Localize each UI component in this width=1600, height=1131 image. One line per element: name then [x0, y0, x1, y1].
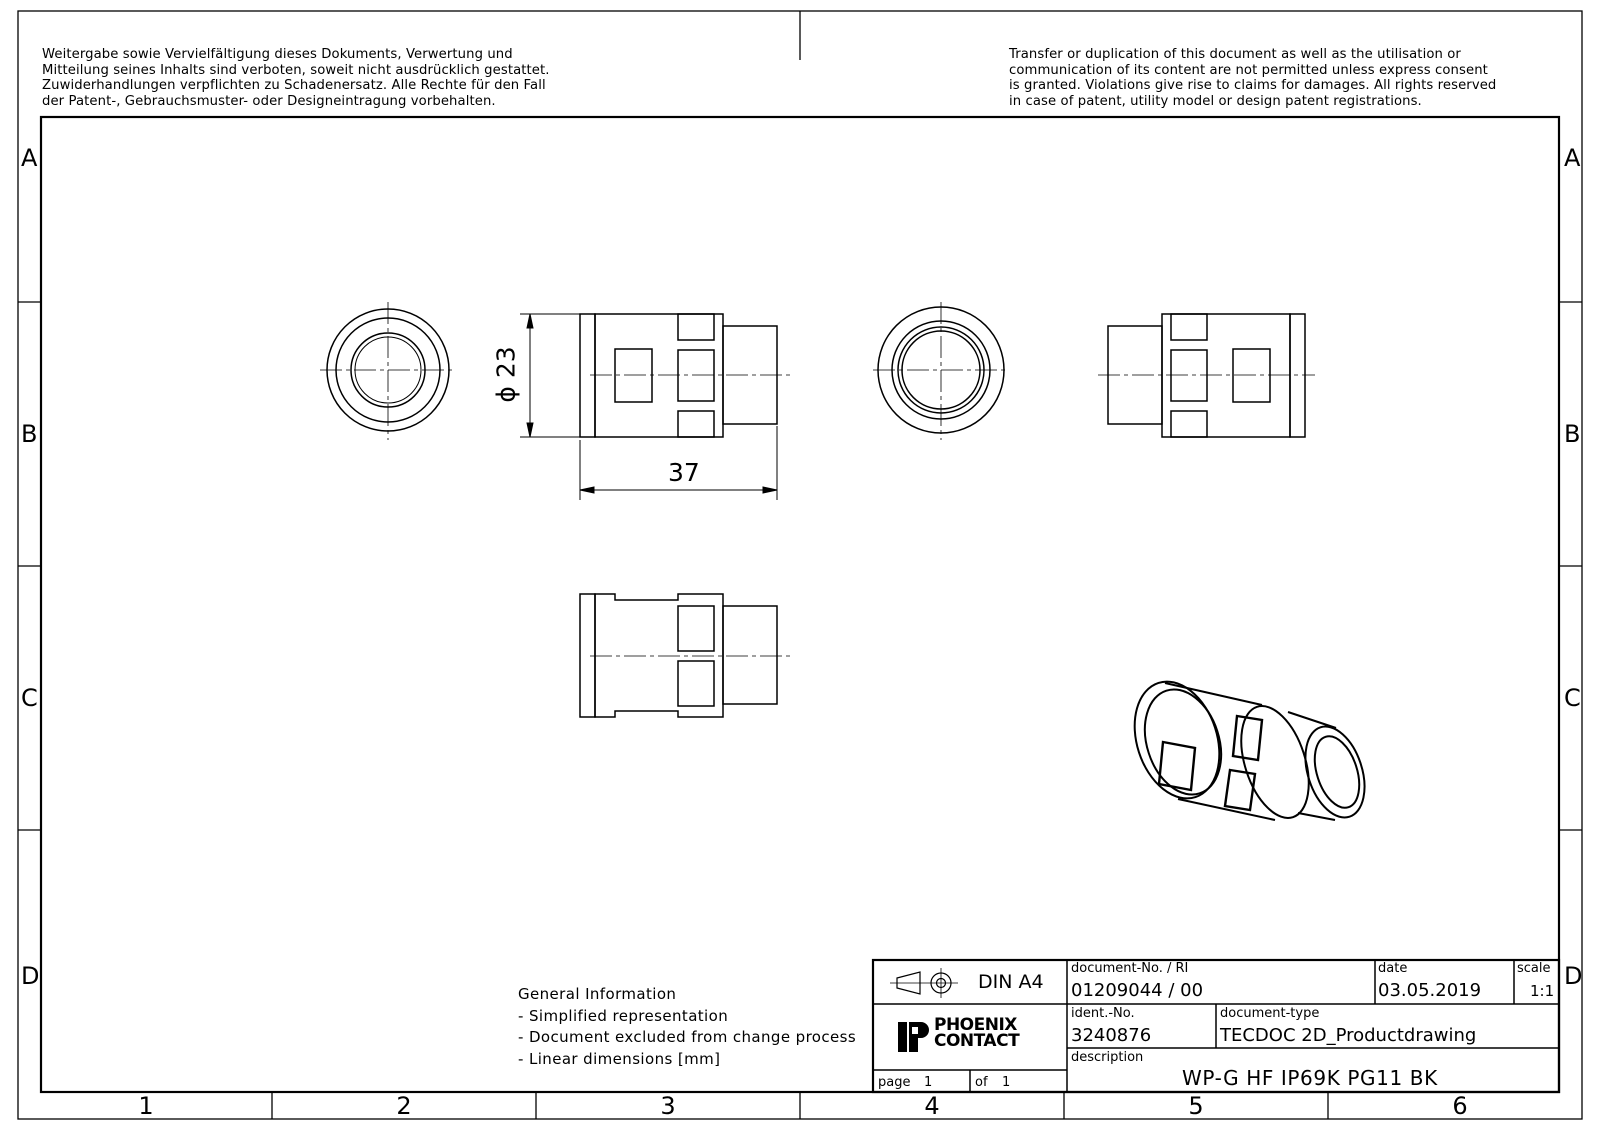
page-label: page: [878, 1075, 911, 1090]
zone-row-label: C: [21, 684, 38, 712]
general-info-item: - Simplified representation: [518, 1006, 729, 1025]
side-view-dimensioned: [579, 313, 778, 438]
logo-line: PHOENIX: [934, 1015, 1017, 1035]
zone-row-label: B: [1564, 420, 1581, 448]
notice-line: in case of patent, utility model or desi…: [1009, 93, 1422, 109]
date-value: 03.05.2019: [1378, 980, 1482, 1001]
zone-row-label: A: [21, 144, 38, 172]
notice-line: Zuwiderhandlungen verpflichten zu Schade…: [42, 78, 546, 94]
side-view-mirrored: [1107, 313, 1306, 438]
notice-line: is granted. Violations give rise to clai…: [1009, 78, 1497, 94]
logo-line: CONTACT: [934, 1031, 1020, 1051]
general-info-item: - Linear dimensions [mm]: [518, 1049, 721, 1068]
title-block-frame: [871, 958, 1561, 1094]
inner-border: [39, 115, 1561, 1094]
description-label: description: [1071, 1050, 1144, 1065]
ident-number: 3240876: [1071, 1025, 1152, 1046]
notice-line: communication of its content are not per…: [1009, 62, 1488, 78]
page-number: 1: [924, 1075, 933, 1090]
notice-line: Mitteilung seines Inhalts sind verboten,…: [42, 62, 550, 78]
document-number-label: document-No. / RI: [1071, 961, 1189, 976]
notice-line: der Patent-, Gebrauchsmuster- oder Desig…: [42, 93, 496, 109]
top-view: [579, 593, 778, 718]
diameter-dimension: ϕ 23: [491, 346, 521, 403]
date-label: date: [1378, 961, 1408, 976]
page-total: 1: [1002, 1075, 1011, 1090]
outer-border: [17, 10, 1583, 1120]
ident-number-label: ident.-No.: [1071, 1006, 1135, 1021]
centerline: [320, 302, 456, 440]
zone-row-label: D: [21, 962, 40, 990]
of-label: of: [975, 1075, 988, 1090]
scale-value: 1:1: [1530, 982, 1555, 1000]
document-number: 01209044 / 00: [1071, 980, 1204, 1001]
zone-col-label: 6: [1452, 1092, 1468, 1120]
zone-col-label: 1: [138, 1092, 154, 1120]
dimension-lines: [520, 313, 778, 500]
phoenix-contact-logo-mark: [898, 1022, 929, 1052]
isometric-view: [1133, 680, 1366, 821]
zone-row-label: A: [1564, 144, 1581, 172]
copyright-notice-german: Weitergabe sowie Vervielfältigung dieses…: [42, 47, 550, 109]
phoenix-contact-logo-text: PHOENIX CONTACT: [934, 1015, 1020, 1051]
description-value: WP-G HF IP69K PG11 BK: [1182, 1066, 1438, 1090]
notice-line: Transfer or duplication of this document…: [1009, 47, 1461, 62]
notice-line: Weitergabe sowie Vervielfältigung dieses…: [42, 47, 513, 62]
scale-label: scale: [1517, 961, 1551, 976]
sheet-format: DIN A4: [978, 971, 1044, 993]
zone-col-label: 3: [660, 1092, 676, 1120]
general-information: General Information - Simplified represe…: [518, 984, 856, 1070]
document-type-label: document-type: [1220, 1006, 1320, 1021]
document-type: TECDOC 2D_Productdrawing: [1220, 1025, 1477, 1046]
zone-row-label: D: [1564, 962, 1583, 990]
zone-col-label: 2: [396, 1092, 412, 1120]
general-info-title: General Information: [518, 985, 677, 1003]
length-dimension: 37: [668, 458, 700, 487]
copyright-notice-english: Transfer or duplication of this document…: [1009, 47, 1496, 109]
zone-col-label: 4: [924, 1092, 940, 1120]
zone-row-label: B: [21, 420, 38, 448]
zone-col-label: 5: [1188, 1092, 1204, 1120]
general-info-item: - Document excluded from change process: [518, 1028, 857, 1046]
zone-row-label: C: [1564, 684, 1581, 712]
